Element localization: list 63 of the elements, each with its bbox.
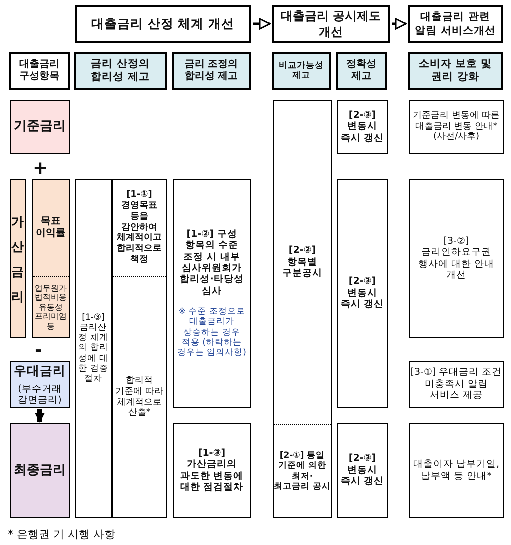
measure-text: [3-②] 금리인하요구권 행사에 대한 안내 개선 — [417, 236, 496, 282]
measure-text: [1-①] 경영목표 등을 감안하여 체계적이고 합리적으로 책정 — [116, 190, 163, 266]
measure-text: [3-①] 우대금리 조건 미충족시 알림 서비스 제공 — [410, 367, 503, 402]
note-text: ※ 수준 조정으로 대출금리가 상승하는 경우 적용 (하락하는 경우는 임의사항) — [176, 307, 248, 358]
plus-sign: + — [33, 158, 48, 179]
column-title: 정확성 제고 — [346, 59, 378, 83]
arrow — [253, 18, 271, 30]
column-header — [272, 52, 331, 90]
column-title: 대출금리 구성항목 — [18, 59, 60, 83]
measure-box — [173, 179, 251, 408]
measure-box — [409, 179, 504, 338]
measure-box — [337, 423, 388, 518]
measure-text: [1-③] 가산금리의 과도한 변동에 대한 점검절차 — [179, 448, 245, 494]
stage-box — [272, 5, 390, 43]
measure-text: [2-③] 변동시 즉시 갱신 — [340, 110, 386, 144]
rate-label: 기준금리 — [14, 119, 66, 135]
measure-text: [1-③] 금리산정 체계의 합리성에 대한 검증절차 — [78, 312, 110, 384]
arrow — [35, 409, 45, 423]
measure-box — [112, 179, 167, 518]
stage-title: 대출금리 관련 알림 서비스개선 — [414, 10, 497, 38]
measure-box — [409, 423, 504, 518]
column-header — [9, 52, 70, 90]
column-title: 비교가능성 제고 — [278, 60, 325, 82]
stage-box — [75, 5, 251, 43]
rate-label: 우대금리 — [14, 362, 66, 378]
rate-label: 가산금리 — [12, 212, 24, 306]
measure-box — [409, 361, 504, 408]
column-header — [74, 52, 167, 90]
stage-title: 대출금리 공시제도 개선 — [280, 8, 382, 40]
measure-box — [409, 100, 504, 154]
stage-box — [408, 5, 503, 43]
rate-box — [10, 361, 70, 408]
column-header — [336, 52, 387, 90]
measure-box — [173, 423, 251, 518]
measure-text: [2-③] 변동시 즉시 갱신 — [340, 453, 386, 488]
rate-label: 목표 이익률 — [35, 216, 67, 240]
rate-box — [10, 423, 70, 518]
measure-text: [1-②] 구성 항목의 수준 조정 시 내부 심사위원회가 합리성·타당성 심사 — [179, 228, 245, 298]
measure-text: [2-①] 통일 기준에 의한 최저·최고금리 공시 — [274, 451, 331, 492]
stage-title: 대출금리 산정 체계 개선 — [91, 16, 235, 32]
rate-note: 업무원가 법적비용 유동성 프리미엄 등 — [34, 284, 68, 332]
column-title: 금리 조정의 합리성 제고 — [184, 59, 240, 83]
measure-text: [2-②] 항목별 구분공시 — [282, 245, 324, 280]
minus-sign: - — [35, 340, 42, 361]
column-title: 금리 산정의 합리성 제고 — [90, 58, 151, 84]
measure-box — [337, 100, 388, 154]
rate-note: (부수거래 감면금리) — [17, 384, 63, 406]
rate-label: 최종금리 — [14, 462, 66, 478]
measure-text: [2-③] 변동시 즉시 갱신 — [340, 276, 386, 311]
measure-box — [75, 179, 112, 518]
arrow — [392, 18, 407, 30]
measure-text: 기준금리 변동에 따른 대출금리 변동 안내* (사전/사후) — [412, 110, 501, 144]
column-header — [172, 52, 251, 90]
rate-box — [32, 179, 70, 338]
footnote: * 은행권 기 시행 사항 — [8, 527, 116, 542]
column-header — [408, 52, 503, 90]
measure-box — [273, 100, 332, 518]
measure-box — [337, 179, 388, 408]
measure-text: 대출이자 납부기일, 납부액 등 안내* — [412, 459, 501, 482]
rate-box — [10, 179, 26, 338]
column-title: 소비자 보호 및 권리 강화 — [418, 58, 494, 84]
measure-text: 합리적 기준에 따라 체계적으로 산출* — [114, 376, 164, 420]
rate-box — [10, 100, 70, 154]
